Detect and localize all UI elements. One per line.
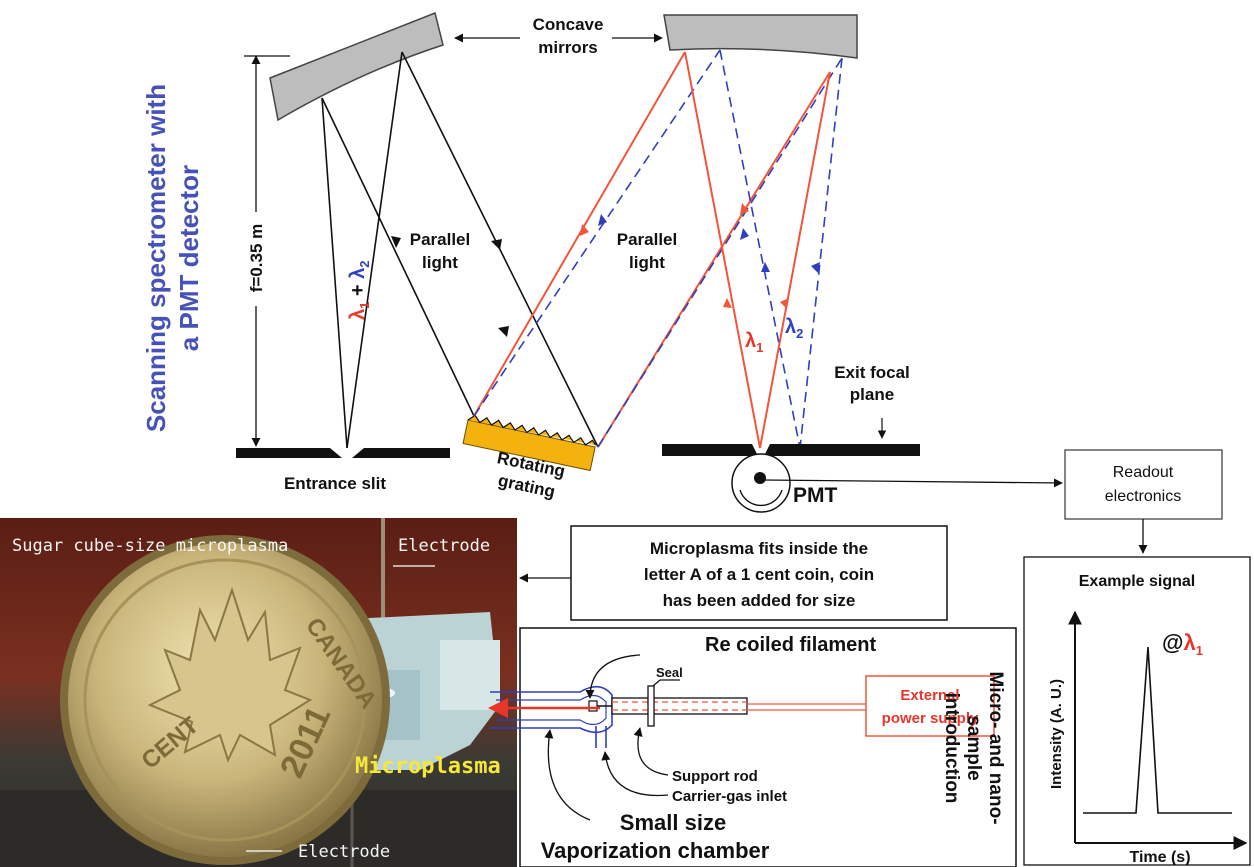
readout-label-1: Readout xyxy=(1113,464,1174,481)
pmt-detector xyxy=(731,453,791,513)
readout-electronics-box xyxy=(1064,449,1223,520)
svg-text:λ1 + λ2: λ1 + λ2 xyxy=(347,260,372,320)
signal-xlabel: Time (s) xyxy=(1129,849,1190,866)
svg-text:introduction: introduction xyxy=(941,693,962,804)
seal-label: Seal xyxy=(656,665,683,680)
re-filament-label: Re coiled filament xyxy=(705,634,876,656)
microplasma-label: Microplasma xyxy=(355,754,501,779)
entrance-slit-label: Entrance slit xyxy=(284,474,386,493)
concave-mirror-left xyxy=(269,11,444,122)
power-label-2: power supply xyxy=(882,710,979,727)
electrode-top-label: Electrode xyxy=(398,536,490,556)
rotating-grating xyxy=(462,414,597,472)
entrance-slit-left xyxy=(236,448,342,458)
vaporization-schematic xyxy=(488,654,866,821)
power-label-1: External xyxy=(900,687,959,704)
ray-arrows xyxy=(580,203,820,309)
exit-slit-right xyxy=(764,444,920,456)
note-line2: letter A of a 1 cent coin, coin xyxy=(644,565,874,584)
exit-focal-plane-2: plane xyxy=(850,385,894,404)
parallel-light-right-1: Parallel xyxy=(617,230,678,249)
microplasma-note-box xyxy=(570,525,948,621)
carrier-gas-label: Carrier-gas inlet xyxy=(672,788,787,805)
micro-nano-label: Micro- and nano- sample introduction xyxy=(941,671,1006,824)
support-rod-label: Support rod xyxy=(672,768,758,785)
parallel-light-left-1: Parallel xyxy=(410,230,471,249)
signal-peak-label: @λ1 xyxy=(1162,630,1203,658)
title-line2: a PMT detector xyxy=(174,165,204,351)
exit-slit-left xyxy=(662,444,758,456)
lambda-sum-label: λ1 + λ2 xyxy=(347,260,372,320)
input-rays xyxy=(321,51,599,449)
small-size-label: Small size xyxy=(620,810,726,835)
readout-label-2: electronics xyxy=(1105,488,1181,505)
concave-mirrors-label-1: Concave xyxy=(533,15,604,34)
photo-caption: Sugar cube-size microplasma xyxy=(12,536,288,556)
title-line1: Scanning spectrometer with xyxy=(141,84,171,432)
note-line3: has been added for size xyxy=(663,591,856,610)
svg-text:sample: sample xyxy=(963,715,984,780)
parallel-light-left-2: light xyxy=(422,253,458,272)
pmt-to-readout-arrow xyxy=(763,478,1063,488)
parallel-light-right-2: light xyxy=(629,253,665,272)
lambda2-label: λ2 xyxy=(785,316,803,341)
example-signal-title: Example signal xyxy=(1079,573,1196,590)
pmt-label: PMT xyxy=(793,484,838,507)
entrance-slit-right xyxy=(352,448,450,458)
concave-mirror-right xyxy=(663,14,858,59)
focal-length-label: f=0.35 m xyxy=(247,224,266,293)
vaporization-chamber-label: Vaporization chamber xyxy=(541,838,770,863)
concave-mirrors-label-2: mirrors xyxy=(538,38,598,57)
svg-text:Micro- and nano-: Micro- and nano- xyxy=(985,671,1006,824)
signal-ylabel: Intensity (A. U.) xyxy=(1048,679,1065,789)
diffracted-rays xyxy=(473,49,843,449)
title-group: Scanning spectrometer with a PMT detecto… xyxy=(141,84,204,432)
microplasma-photo: CENT 2011 CANADA xyxy=(0,518,517,867)
exit-focal-plane-1: Exit focal xyxy=(834,363,910,382)
lambda1-label: λ1 xyxy=(745,330,763,355)
external-power-box xyxy=(865,675,995,737)
note-line1: Microplasma fits inside the xyxy=(650,539,868,558)
electrode-bottom-label: Electrode xyxy=(298,842,390,862)
signal-trace xyxy=(1083,646,1232,814)
